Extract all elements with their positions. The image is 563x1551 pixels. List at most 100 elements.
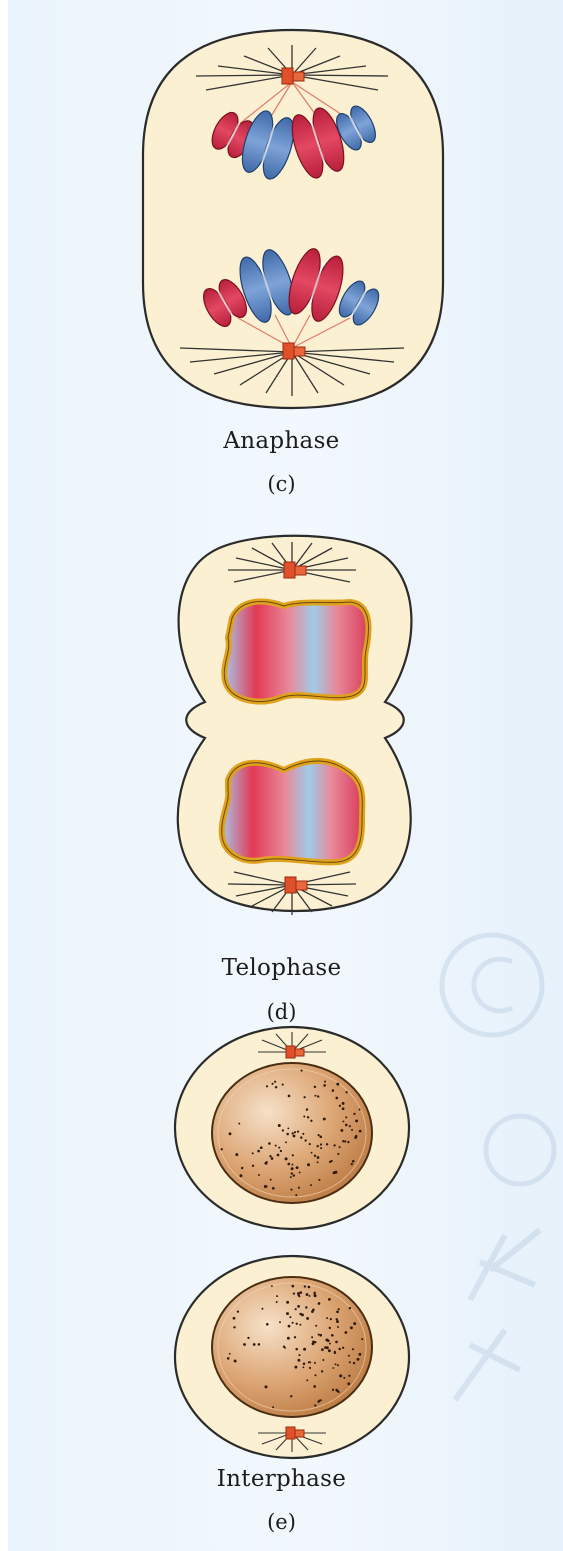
chromatin-dot [297,1130,299,1132]
chromatin-dot [315,1325,317,1327]
chromatin-dot [299,1171,301,1173]
chromatin-dot [351,1163,353,1165]
chromatin-dot [318,1333,320,1335]
chromatin-dot [295,1348,298,1351]
chromatin-dot [306,1293,309,1296]
chromatin-dot [317,1095,319,1097]
chromatin-dot [310,1120,312,1122]
chromatin-dot [306,1317,309,1320]
chromatin-dot [335,1341,338,1344]
chromatin-dot [359,1130,362,1133]
chromatin-dot [311,1310,314,1313]
chromatin-dot [306,1379,308,1381]
chromatin-dot [340,1129,343,1132]
chromatin-dot [323,1084,326,1087]
stage-name-telophase: Telophase [0,955,563,981]
chromatin-dot [311,1152,313,1154]
chromatin-dot [330,1318,332,1320]
chromatin-dot [229,1353,231,1355]
chromatin-dot [344,1331,347,1334]
chromatin-dot [306,1108,308,1110]
chromatin-dot [270,1179,272,1181]
chromatin-dot [298,1294,300,1296]
chromatin-dot [257,1150,260,1153]
chromatin-dot [314,1086,316,1088]
telophase-bottom-nucleus [222,761,363,862]
chromatin-dot [268,1142,271,1145]
chromatin-dot [258,1343,261,1346]
chromatin-dot [307,1163,310,1166]
chromatin-dot [335,1097,338,1100]
chromatin-dot [321,1348,324,1351]
chromatin-dot [309,1295,311,1297]
chromatin-dot [337,1153,339,1155]
chromatin-dot [260,1146,263,1149]
chromatin-dot [304,1139,306,1141]
chromatin-dot [300,1136,302,1138]
chromatin-dot [285,1141,287,1143]
chromatin-dot [303,1348,306,1351]
chromatin-dot [327,1339,330,1342]
chromatin-dot [301,1313,304,1316]
chromatin-dot [238,1123,240,1125]
chromatin-dot [342,1347,344,1349]
chromatin-dot [342,1140,344,1142]
chromatin-dot [345,1091,347,1093]
chromatin-dot [227,1357,230,1360]
interphase-cell-top [175,1027,409,1229]
chromatin-dot [339,1146,341,1148]
chromatin-dot [272,1187,275,1190]
chromatin-dot [349,1125,351,1127]
chromatin-dot [320,1143,322,1145]
anaphase-cell [143,30,443,408]
chromatin-dot [338,1391,340,1393]
chromatin-dot [348,1355,350,1357]
chromatin-dot [292,1322,294,1324]
chromatin-dot [328,1298,331,1301]
chromatin-dot [334,1351,336,1353]
chromatin-dot [275,1145,277,1147]
chromatin-dot [333,1171,336,1174]
chromatin-dot [298,1354,300,1356]
chromatin-dot [331,1334,334,1337]
chromatin-dot [326,1317,328,1319]
chromatin-dot [286,1133,289,1136]
chromatin-dot [296,1167,298,1169]
chromatin-dot [284,1347,286,1349]
chromatin-dot [353,1322,356,1325]
chromatin-dot [347,1141,349,1143]
chromatin-dot [302,1133,304,1135]
chromatin-dot [332,1089,335,1092]
chromatin-dot [282,1084,284,1086]
chromatin-dot [305,1306,307,1308]
chromatin-dot [332,1389,334,1391]
chromatin-dot [288,1095,291,1098]
chromatin-dot [293,1135,296,1138]
chromatin-dot [287,1337,290,1340]
chromatin-dot [317,1145,319,1147]
chromatin-dot [291,1172,293,1174]
chromatin-dot [304,1285,306,1287]
chromatin-dot [314,1404,316,1406]
chromatin-dot [277,1154,280,1157]
chromatin-dot [320,1147,322,1149]
chromatin-dot [302,1366,304,1368]
chromatin-dot [339,1374,342,1377]
chromatin-dot [314,1362,316,1364]
chromatin-dot [338,1348,340,1350]
chromatin-dot [269,1155,271,1157]
chromatin-dot [289,1316,291,1318]
chromatin-dot [299,1291,302,1294]
chromatin-dot [358,1353,361,1356]
chromatin-dot [328,1349,331,1352]
chromatin-dot [354,1136,357,1139]
chromatin-dot [324,1081,326,1083]
chromatin-dot [351,1129,353,1131]
chromatin-dot [235,1153,238,1156]
chromatin-dot [318,1134,320,1136]
chromatin-dot [336,1083,339,1086]
chromatin-dot [264,1185,267,1188]
chromatin-dot [322,1359,324,1361]
chromatin-dot [326,1143,328,1145]
